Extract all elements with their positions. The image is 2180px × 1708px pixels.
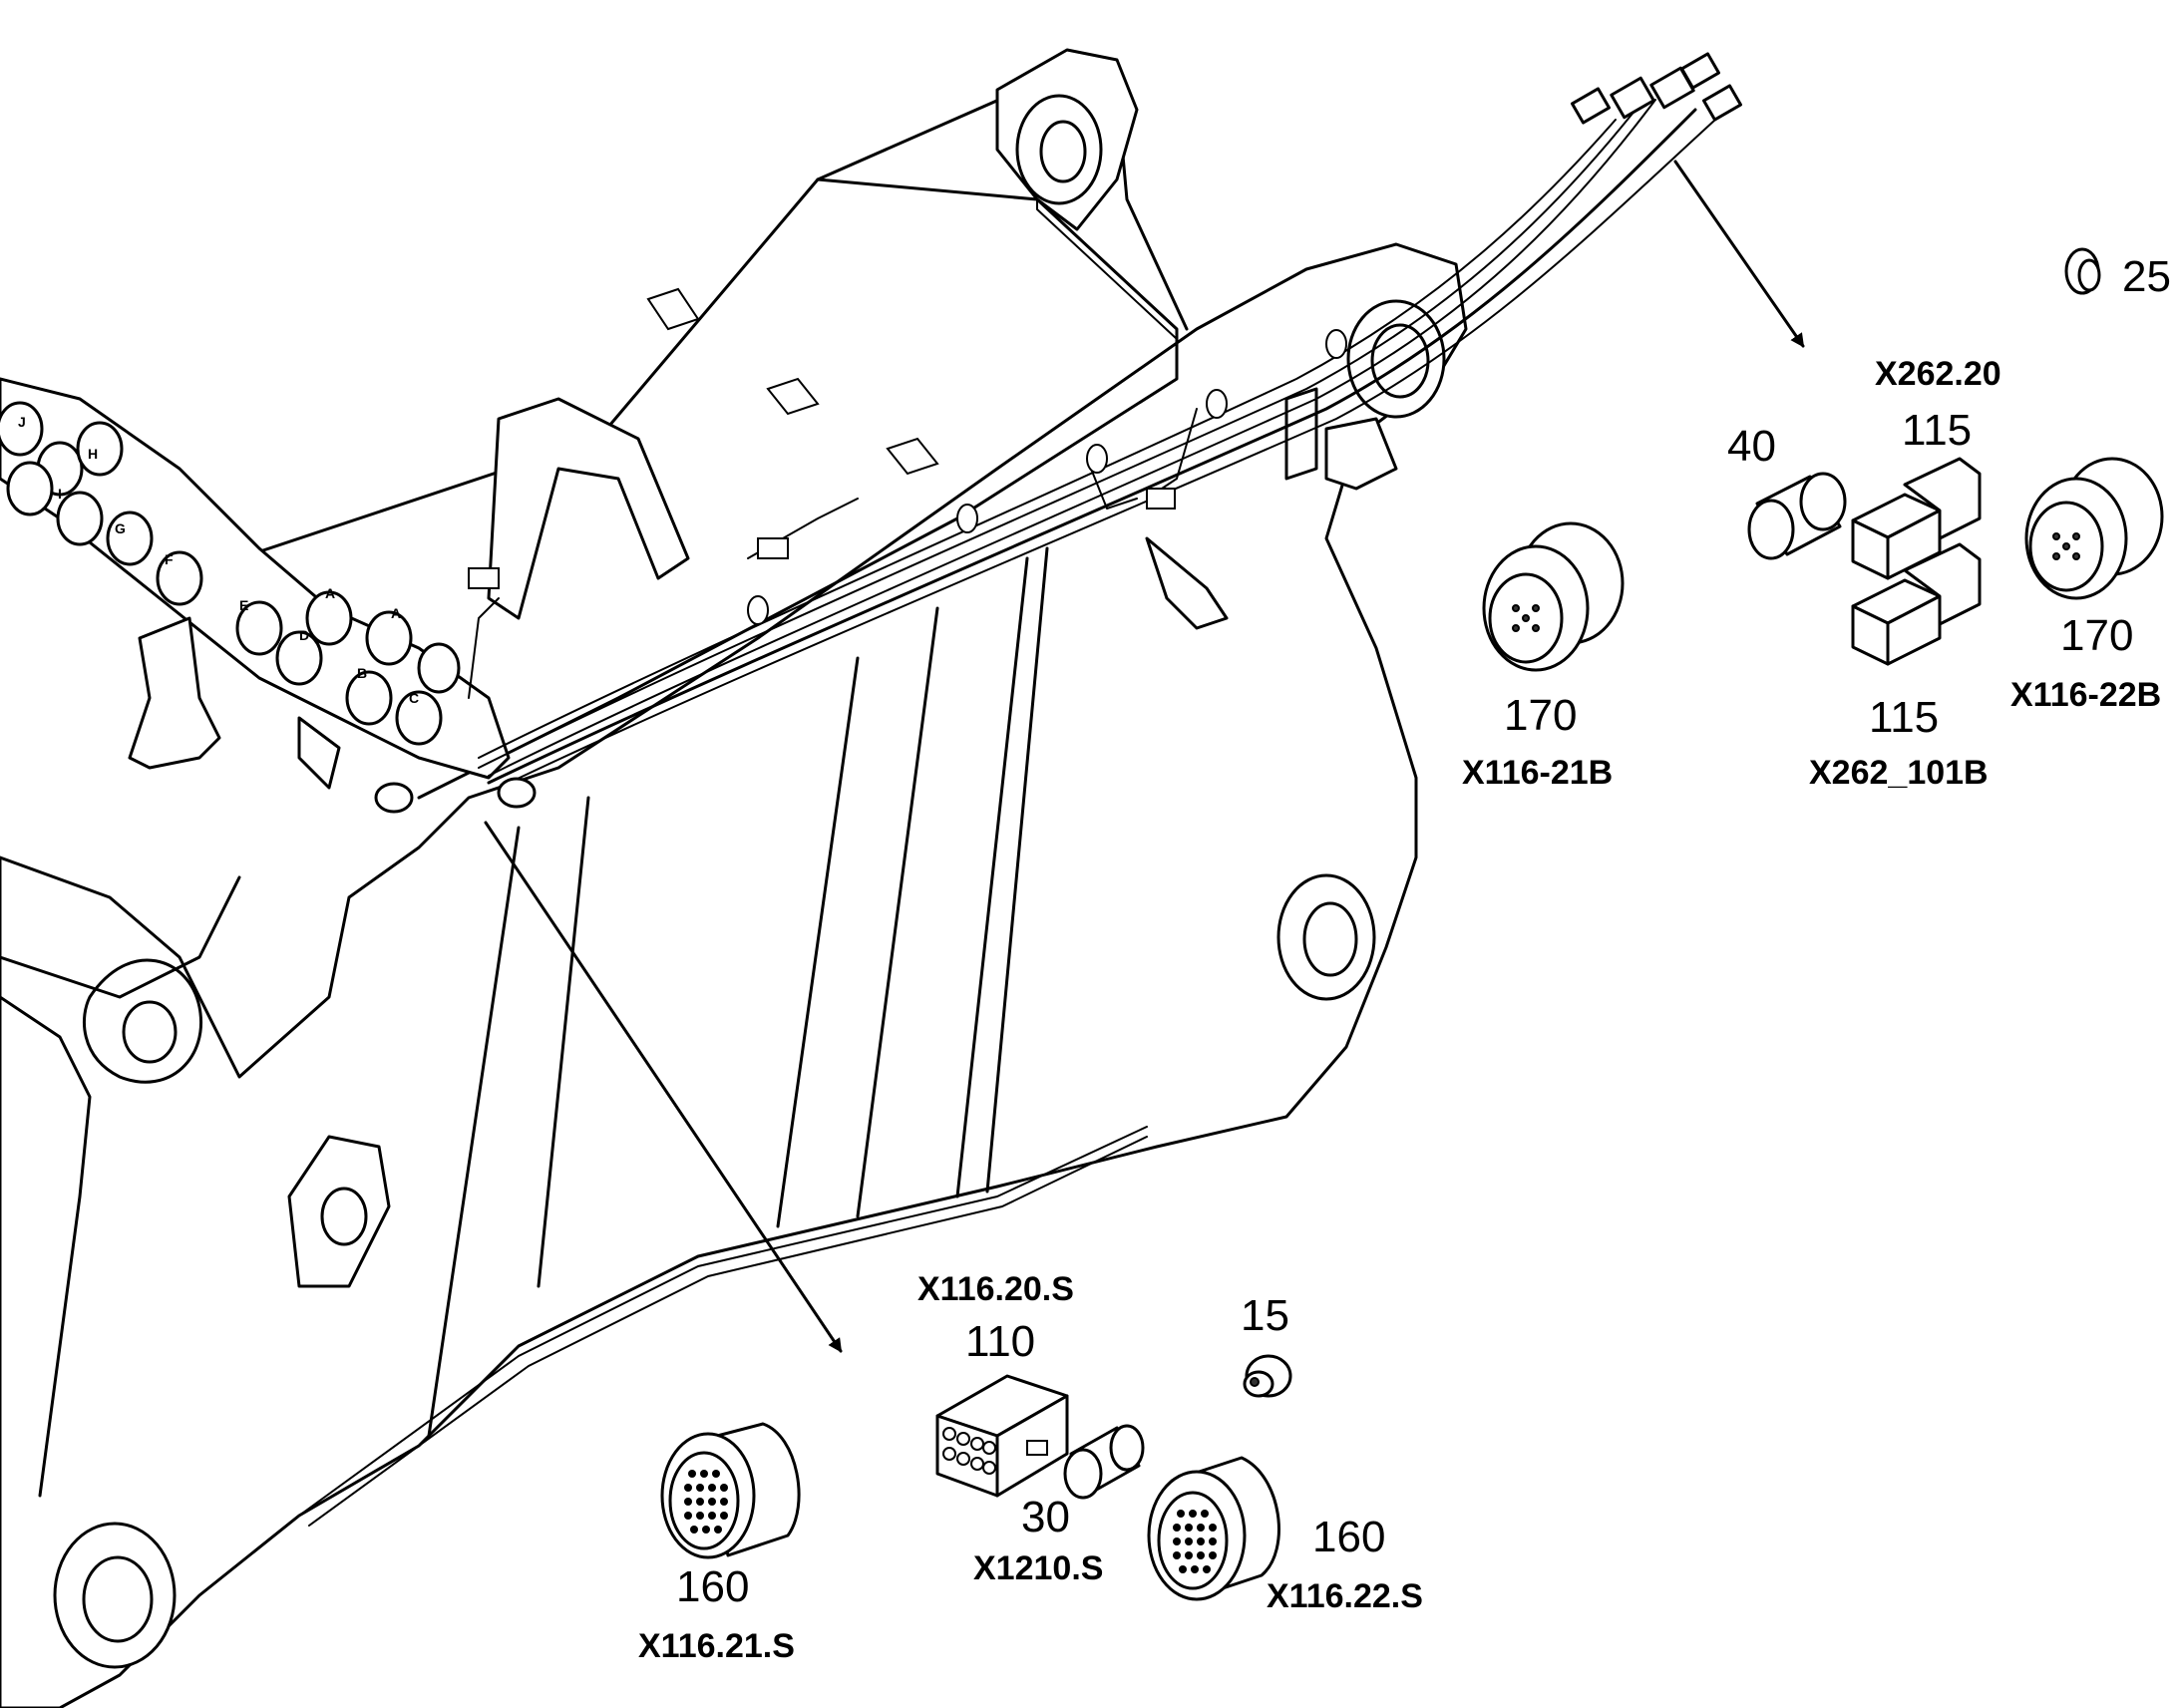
callout-15-number: 15 <box>1241 1291 1289 1340</box>
callout-x116-20-s-code: X116.20.S <box>917 1270 1074 1308</box>
callout-25-number: 25 <box>2122 252 2171 301</box>
callout-110-number: 110 <box>965 1317 1035 1366</box>
callout-170-left-number: 170 <box>1504 691 1577 740</box>
frame-letter-a1: A <box>325 585 335 601</box>
callout-115-bottom-number: 115 <box>1869 693 1939 742</box>
callout-160-left-number: 160 <box>676 1562 749 1611</box>
frame-letter-b: B <box>357 665 367 681</box>
callout-170-left-code: X116-21B <box>1462 754 1613 792</box>
part-plug-40-icon <box>1747 472 1847 560</box>
part-connector-115-top-icon <box>1851 457 1982 580</box>
callout-30-code: X1210.S <box>973 1549 1103 1587</box>
callout-30-number: 30 <box>1021 1493 1070 1541</box>
pin-grid <box>1173 1510 1217 1573</box>
callout-40-number: 40 <box>1727 422 1776 471</box>
leader-arrow-top-right <box>1673 160 1805 348</box>
frame-letter-h: H <box>88 446 98 462</box>
part-round-connector-170-left-icon <box>1482 521 1625 672</box>
frame-letter-e: E <box>239 597 248 613</box>
harness-clamps <box>747 329 1347 625</box>
frame-letter-g: G <box>115 520 126 536</box>
callout-160-right-code: X116.22.S <box>1267 1577 1423 1615</box>
part-housing-110-icon <box>935 1374 1069 1498</box>
callout-115-bottom-code: X262_101B <box>1809 754 1989 792</box>
harness-end-connectors <box>1571 52 1742 125</box>
part-ring-icon <box>2064 247 2101 295</box>
leader-arrow-bottom-center <box>484 821 843 1353</box>
wiring-harness <box>374 52 1742 814</box>
frame-letter-a2: A <box>391 605 401 621</box>
machine-frame <box>0 48 1468 1708</box>
frame-letter-f: F <box>165 551 174 567</box>
part-round-connector-170-right-icon <box>2024 457 2164 600</box>
frame-letter-i: I <box>58 486 62 502</box>
part-connector-115-bottom-icon <box>1851 542 1982 666</box>
callout-170-right-code: X116-22B <box>2010 676 2161 714</box>
callout-115-top-number: 115 <box>1902 406 1972 455</box>
callout-160-left-code: X116.21.S <box>638 1627 795 1665</box>
callout-x262-20-code: X262.20 <box>1875 355 2001 393</box>
part-round-connector-160-right-icon <box>1147 1456 1280 1601</box>
pin-grid <box>684 1470 728 1534</box>
part-cap-15-icon <box>1243 1354 1292 1398</box>
frame-letter-c: C <box>409 690 419 706</box>
part-round-connector-160-left-icon <box>660 1422 801 1559</box>
frame-letter-j: J <box>18 414 26 430</box>
callout-170-right-number: 170 <box>2060 611 2133 660</box>
part-cylinder-30-icon <box>1063 1424 1145 1500</box>
perforated-cross-frame: J H I G F E D A B C A <box>0 377 511 790</box>
callout-160-right-number: 160 <box>1312 1513 1385 1561</box>
frame-letter-d: D <box>299 627 309 643</box>
